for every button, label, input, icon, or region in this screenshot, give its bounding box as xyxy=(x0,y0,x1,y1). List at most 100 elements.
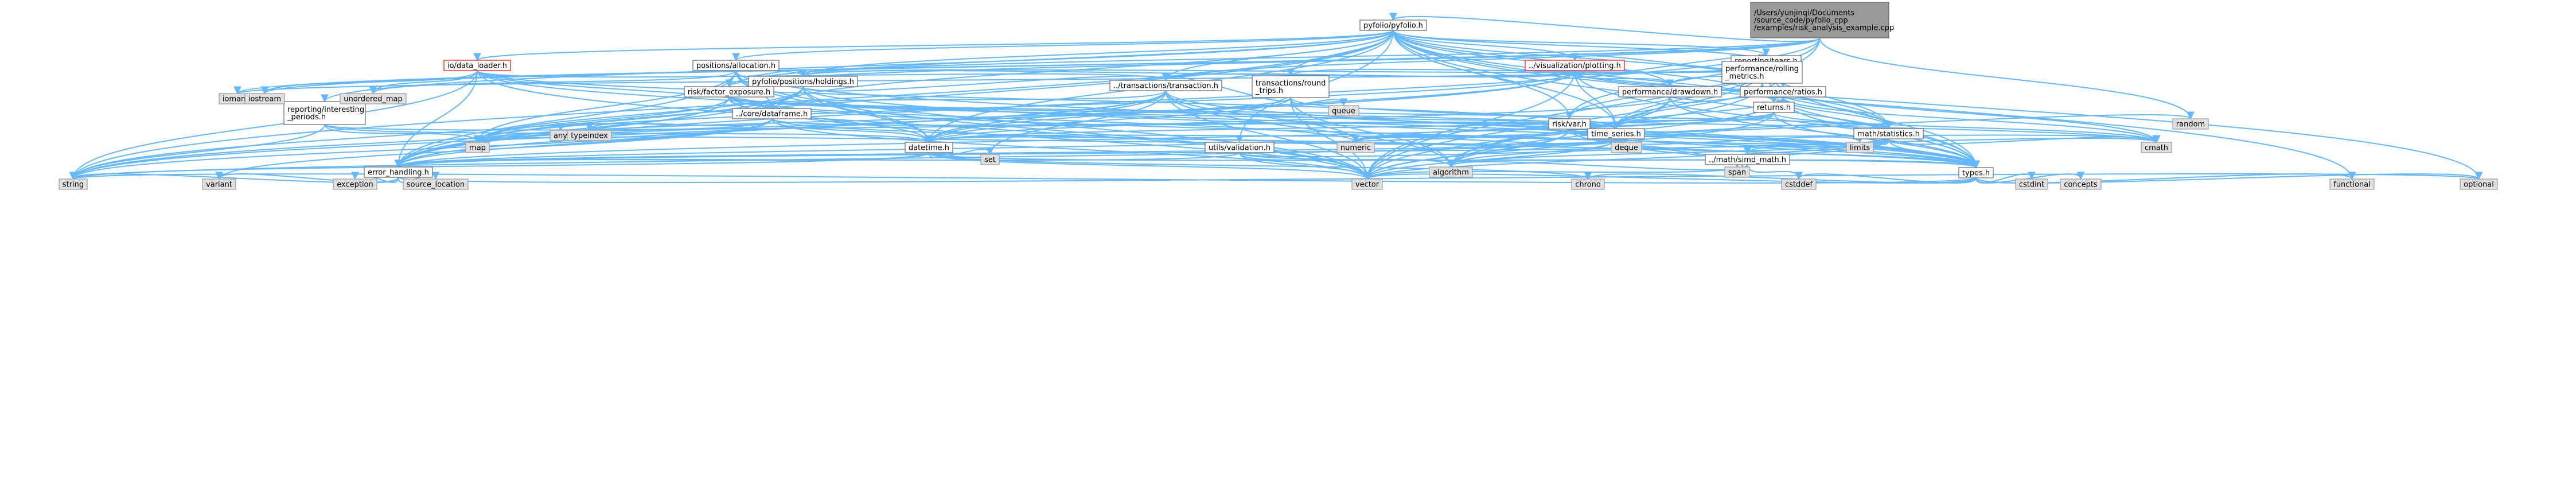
node-validation[interactable]: utils/validation.h xyxy=(1205,142,1275,153)
node-label: _periods.h xyxy=(287,113,326,122)
edge-validation-cmath xyxy=(1239,135,2160,157)
edge-factor-statistics xyxy=(728,96,1892,130)
node-box xyxy=(244,93,285,104)
edge-validation-types xyxy=(1239,152,1980,169)
node-label: /examples/risk_analysis_example.cpp xyxy=(1754,24,1894,33)
node-pyfolio[interactable]: pyfolio/pyfolio.h xyxy=(1359,20,1427,31)
node-types[interactable]: types.h xyxy=(1958,167,1994,178)
node-allocation[interactable]: positions/allocation.h xyxy=(692,60,780,71)
dependency-edges xyxy=(69,13,2483,184)
edge-returns-types xyxy=(1773,112,1980,169)
edge-returns-cmath xyxy=(1773,112,2161,143)
node-ratios[interactable]: performance/ratios.h xyxy=(1740,86,1826,98)
node-error[interactable]: error_handling.h xyxy=(364,166,433,178)
node-datetime[interactable]: datetime.h xyxy=(905,142,953,153)
node-factor[interactable]: risk/factor_exposure.h xyxy=(684,86,774,98)
edge-datetime-chrono xyxy=(928,152,1592,180)
node-returns[interactable]: returns.h xyxy=(1753,102,1795,113)
edge-pyfolio-statistics xyxy=(1393,30,1893,130)
node-simd[interactable]: ../math/simd_math.h xyxy=(1705,154,1790,165)
node-concepts: concepts xyxy=(2060,178,2102,190)
node-box xyxy=(1721,61,1803,84)
node-box xyxy=(1750,2,1889,38)
node-label: ../visualization/plotting.h xyxy=(1529,62,1621,71)
node-box xyxy=(1336,142,1375,153)
edge-pyfolio-error xyxy=(394,30,1394,168)
node-dataframe[interactable]: ../core/dataframe.h xyxy=(732,108,812,119)
node-label: performance/drawdown.h xyxy=(1622,88,1718,97)
edge-pyfolio-functional xyxy=(1393,30,2356,180)
node-transaction[interactable]: ../transactions/transaction.h xyxy=(1109,80,1222,91)
node-typeindex: typeindex xyxy=(567,130,612,141)
node-label: limits xyxy=(1850,144,1870,153)
edge-transaction-set xyxy=(986,90,1167,156)
node-roundtrips[interactable]: transactions/round_trips.h xyxy=(1252,75,1330,98)
edge-dataframe-string xyxy=(69,118,773,180)
edge-var-numeric xyxy=(1351,129,1570,143)
node-box xyxy=(340,93,407,104)
node-label: pyfolio/positions/holdings.h xyxy=(752,78,854,87)
edge-error-optional xyxy=(397,171,2482,184)
edge-root-pyfolio xyxy=(1389,13,1821,42)
node-label: cstdint xyxy=(2019,181,2044,189)
edge-plotting-timeseries xyxy=(1574,70,1620,130)
node-label: datetime.h xyxy=(909,144,949,153)
node-var[interactable]: risk/var.h xyxy=(1548,118,1591,130)
edge-pyfolio-loader xyxy=(473,30,1394,61)
node-map: map xyxy=(465,142,490,153)
node-statistics[interactable]: math/statistics.h xyxy=(1853,128,1924,139)
node-label: string xyxy=(63,181,84,189)
node-box xyxy=(59,178,88,190)
node-box xyxy=(567,130,612,141)
edge-plotting-holdings xyxy=(799,69,1576,77)
edge-tears-types xyxy=(1766,65,1980,169)
node-label: reporting/interesting xyxy=(287,106,364,114)
node-box xyxy=(1724,166,1750,178)
edge-ratios-returns xyxy=(1770,95,1784,103)
edge-dataframe-map xyxy=(473,118,773,143)
edge-plotting-drawdown xyxy=(1574,70,1674,88)
edge-error-srcloc xyxy=(397,172,440,183)
edge-factor-map xyxy=(473,96,730,143)
edge-dataframe-vector xyxy=(771,118,1371,180)
edge-root-holdings xyxy=(799,37,1821,77)
node-drawdown[interactable]: performance/drawdown.h xyxy=(1618,86,1722,98)
node-box xyxy=(333,178,377,190)
edge-loader-types xyxy=(477,70,1980,169)
node-timeseries[interactable]: time_series.h xyxy=(1587,128,1645,139)
node-loader[interactable]: io/data_loader.h xyxy=(443,60,511,71)
node-random: random xyxy=(2172,118,2209,130)
node-any: any xyxy=(550,130,571,141)
edge-validation-vector xyxy=(1239,152,1371,180)
node-label: math/statistics.h xyxy=(1857,130,1920,139)
node-box xyxy=(692,60,780,71)
edge-allocation-umap xyxy=(369,70,736,95)
node-label: cmath xyxy=(2145,144,2168,153)
edge-pyfolio-optional xyxy=(1393,30,2483,180)
edge-interesting-datetime xyxy=(324,124,933,143)
edge-holdings-map xyxy=(473,86,804,143)
node-set: set xyxy=(980,154,1000,165)
node-box xyxy=(1740,86,1826,98)
node-box xyxy=(684,86,774,98)
node-box xyxy=(202,178,236,190)
node-rolling[interactable]: performance/rolling_metrics.h xyxy=(1721,61,1803,84)
node-limits: limits xyxy=(1846,142,1874,153)
node-box xyxy=(1252,75,1330,98)
edge-pyfolio-drawdown xyxy=(1393,30,1674,88)
edge-validation-error xyxy=(395,152,1240,168)
node-box xyxy=(2460,178,2498,190)
node-holdings[interactable]: pyfolio/positions/holdings.h xyxy=(748,76,858,87)
node-interesting[interactable]: reporting/interesting_periods.h xyxy=(283,101,366,125)
node-plotting[interactable]: ../visualization/plotting.h xyxy=(1525,60,1625,71)
node-label: time_series.h xyxy=(1591,130,1641,139)
node-box xyxy=(1618,86,1722,98)
edge-holdings-transaction xyxy=(802,73,1170,92)
node-box xyxy=(2015,178,2048,190)
node-label: functional xyxy=(2333,181,2371,189)
node-root[interactable]: /Users/yunjinqi/Documents/source_code/py… xyxy=(1750,2,1894,38)
edge-pyfolio-plotting xyxy=(1393,30,1579,61)
edge-types-vector xyxy=(1363,172,1977,184)
node-label: concepts xyxy=(2064,181,2098,189)
node-label: vector xyxy=(1355,181,1379,189)
